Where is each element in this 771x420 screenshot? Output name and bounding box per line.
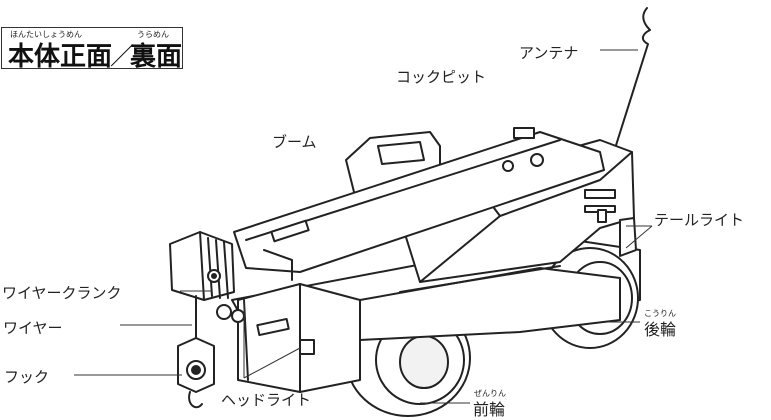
antenna-wire: [611, 7, 651, 159]
hook-block: [177, 337, 215, 409]
label-headlight: ヘッドライト: [221, 391, 312, 409]
side-body: [359, 267, 621, 341]
label-wire: ワイヤー: [3, 319, 63, 337]
label-hook: フック: [4, 368, 50, 386]
label-cockpit: コックピット: [396, 68, 487, 86]
label-rear-wheel-ruby: こうりん: [644, 309, 676, 318]
label-boom: ブーム: [272, 133, 317, 151]
label-front-wheel-ruby: ぜんりん: [474, 389, 506, 398]
leader-tail-light-2: [625, 225, 653, 249]
label-front-wheel: 前輪: [473, 400, 506, 419]
leader-headlight-2: [243, 347, 301, 379]
label-rear-wheel: 後輪: [644, 320, 677, 339]
tail-light-block: [619, 217, 637, 257]
title-main-ruby: ほんたいしょうめん: [10, 30, 82, 39]
title-main: 本体正面: [8, 42, 113, 72]
label-antenna: アンテナ: [519, 44, 579, 62]
label-wire-crank: ワイヤークランク: [2, 284, 122, 302]
title-sub-ruby: うらめん: [137, 30, 169, 39]
title-sub: 裏面: [130, 42, 183, 72]
label-tail-light: テールライト: [654, 211, 745, 229]
wire-crank: [169, 231, 245, 323]
title-separator: ／: [110, 42, 134, 70]
title-box: [1, 27, 183, 69]
